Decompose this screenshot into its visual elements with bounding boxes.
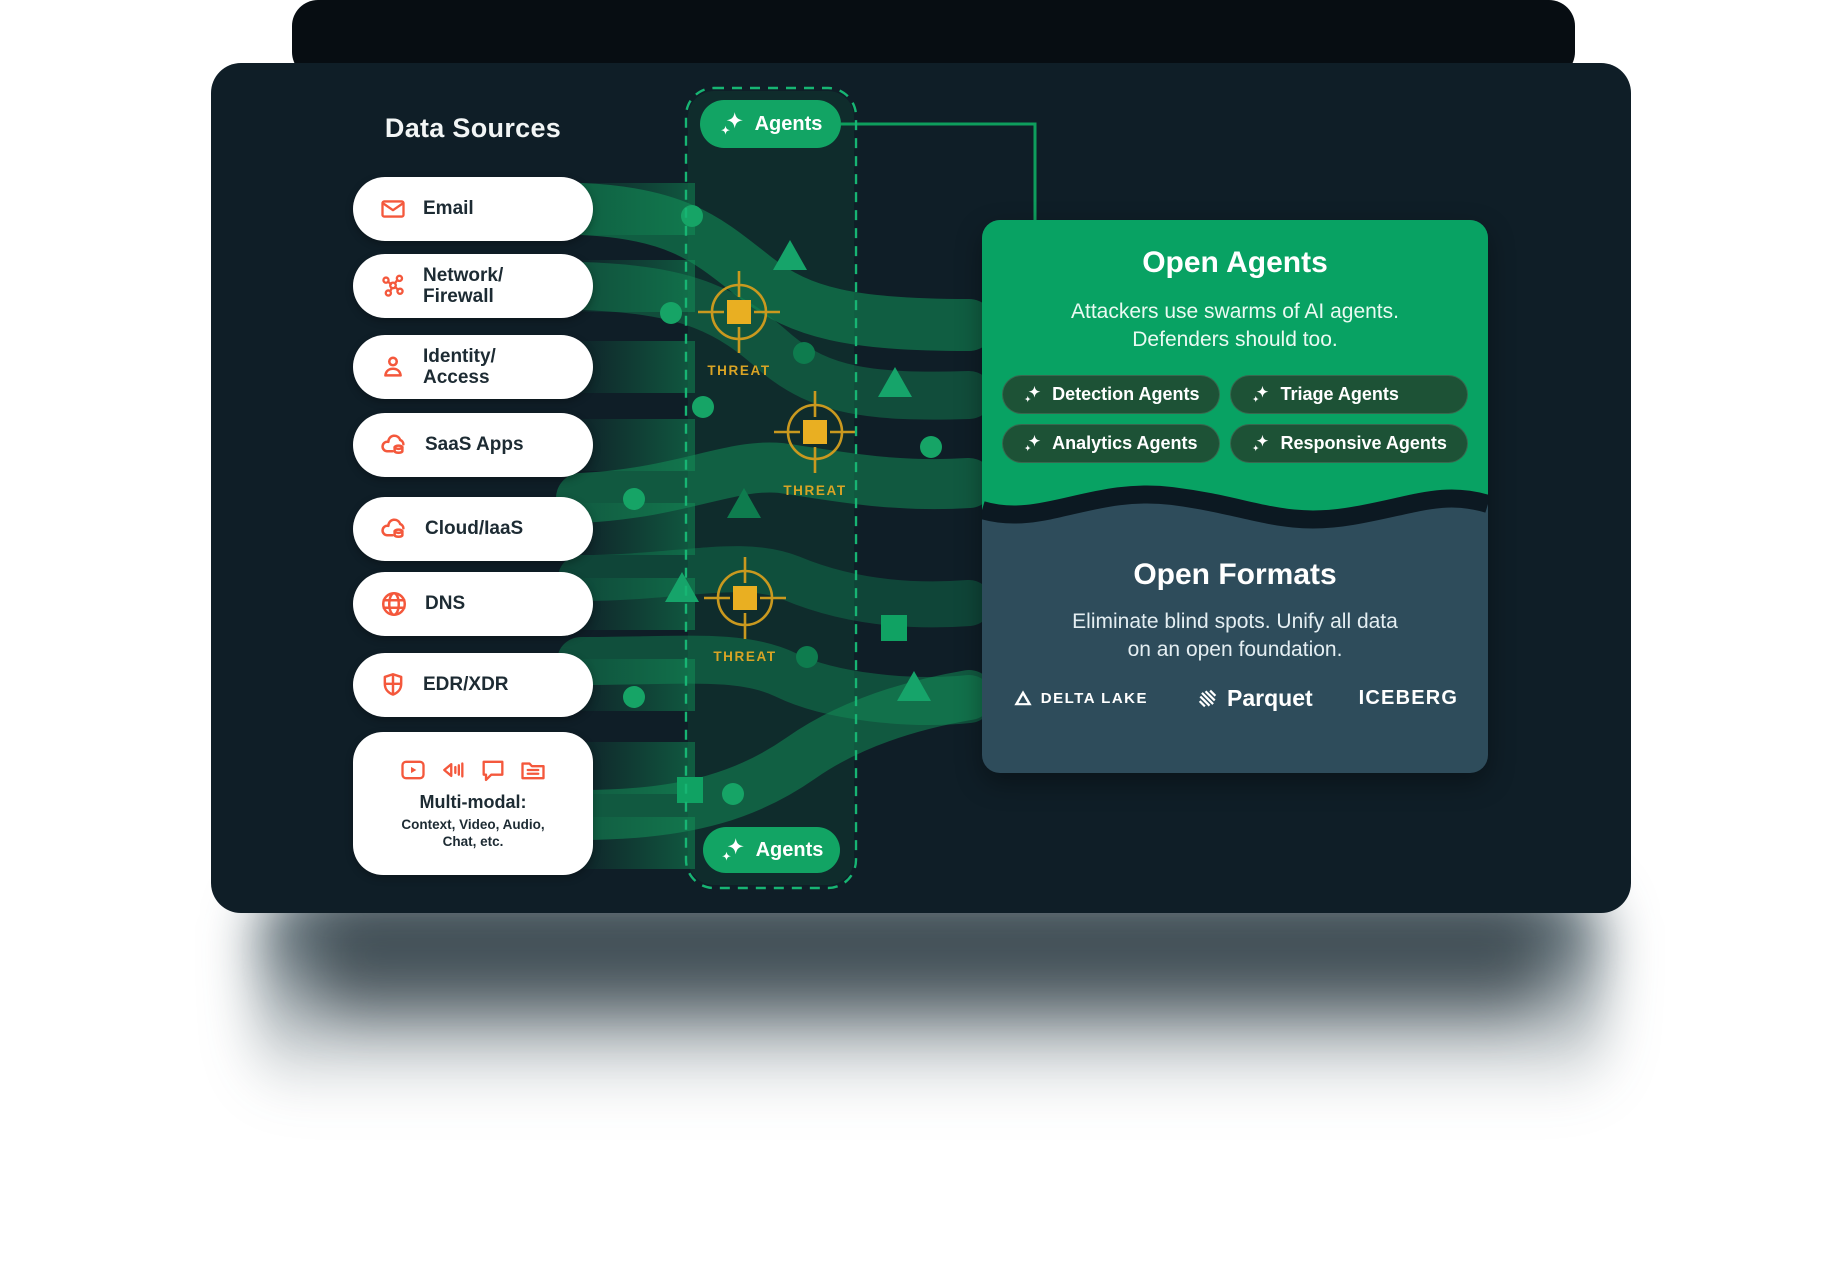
audio-icon	[443, 762, 464, 778]
threat-marker-3	[704, 557, 786, 639]
agents-pill-bottom: Agents	[703, 827, 840, 873]
person-icon	[384, 356, 402, 377]
open-formats-description: Eliminate blind spots. Unify all data on…	[1072, 610, 1398, 662]
diagram-canvas: THREAT THREAT THREAT Data Sources Email …	[211, 63, 1631, 913]
shield-icon	[383, 673, 403, 696]
sparkle-icon	[1024, 434, 1041, 452]
sparkle-icon	[1024, 385, 1041, 403]
open-agents-formats-panel: Open Agents Attackers use swarms of AI a…	[982, 220, 1488, 773]
threat-marker-1	[698, 271, 780, 353]
agent-chips: Detection Agents Triage Agents Analytics…	[982, 375, 1488, 463]
open-agents-description: Attackers use swarms of AI agents. Defen…	[1071, 300, 1399, 352]
folder-icon	[521, 762, 545, 780]
chip-responsive-agents: Responsive Agents	[1230, 424, 1468, 463]
multimodal-title: Multi-modal:	[419, 792, 527, 813]
source-pill-cloud-iaas: Cloud/IaaS	[353, 497, 593, 561]
chip-label: Detection Agents	[1052, 384, 1200, 404]
globe-icon	[381, 591, 407, 617]
source-pill-dns: DNS	[353, 572, 593, 636]
iceberg-logo: ICEBERG	[1359, 687, 1459, 710]
agents-pill-top: Agents	[700, 100, 841, 148]
multimodal-icons	[399, 756, 547, 784]
source-label: Email	[423, 198, 474, 220]
email-icon	[381, 200, 405, 218]
agents-connector-line	[841, 122, 1037, 221]
chip-analytics-agents: Analytics Agents	[1002, 424, 1221, 463]
cloud-db-icon	[381, 434, 405, 454]
source-pill-saas-apps: SaaS Apps	[353, 413, 593, 477]
threat-label-1: THREAT	[707, 363, 771, 378]
source-pill-identity-access: Identity/ Access	[353, 335, 593, 399]
agents-column-border	[684, 86, 858, 890]
threat-label-2: THREAT	[783, 483, 847, 498]
agents-pill-label: Agents	[755, 838, 824, 861]
delta-lake-label: DELTA LAKE	[1040, 690, 1149, 707]
chip-triage-agents: Triage Agents	[1230, 375, 1468, 414]
parquet-icon	[1198, 689, 1217, 707]
parquet-label: Parquet	[1227, 685, 1313, 711]
sparkle-icon	[721, 838, 744, 861]
threat-label-3: THREAT	[713, 649, 777, 664]
iceberg-label: ICEBERG	[1358, 687, 1459, 709]
format-logos: DELTA LAKE Parquet ICEBERG	[982, 685, 1488, 712]
video-icon	[401, 760, 425, 780]
delta-lake-logo: DELTA LAKE	[1012, 688, 1148, 710]
sparkle-icon	[1252, 385, 1269, 403]
threat-marker-2	[774, 391, 856, 473]
chip-label: Responsive Agents	[1280, 433, 1447, 453]
network-icon	[382, 274, 404, 297]
multimodal-subtitle: Context, Video, Audio, Chat, etc.	[401, 817, 545, 849]
source-label: SaaS Apps	[425, 434, 524, 456]
telemetry-shapes	[623, 205, 942, 805]
open-formats-title: Open Formats	[1133, 558, 1337, 591]
data-sources-title: Data Sources	[384, 113, 562, 143]
source-label: DNS	[425, 593, 466, 615]
delta-lake-icon	[1014, 689, 1032, 705]
open-agents-title: Open Agents	[1142, 246, 1328, 279]
source-pill-edr-xdr: EDR/XDR	[353, 653, 593, 717]
chip-label: Triage Agents	[1280, 384, 1399, 404]
source-pill-email: Email	[353, 177, 593, 241]
source-card-multimodal: Multi-modal: Context, Video, Audio, Chat…	[353, 732, 593, 875]
sparkle-icon	[1252, 434, 1269, 452]
source-label: Network/ Firewall	[423, 264, 504, 307]
chip-detection-agents: Detection Agents	[1002, 375, 1221, 414]
chip-label: Analytics Agents	[1052, 433, 1198, 453]
cloud-db-icon	[381, 518, 405, 538]
source-label: Identity/ Access	[423, 345, 496, 388]
source-pill-network-firewall: Network/ Firewall	[353, 254, 593, 318]
wave-divider	[982, 470, 1488, 550]
sparkle-icon	[720, 112, 743, 135]
chat-icon	[482, 760, 504, 782]
source-label: Cloud/IaaS	[425, 518, 524, 540]
backdrop-shadow-2	[310, 900, 1550, 1010]
agents-pill-label: Agents	[754, 112, 823, 135]
threat-markers	[698, 271, 856, 639]
source-label: EDR/XDR	[423, 674, 509, 696]
parquet-logo: Parquet	[1194, 685, 1313, 712]
